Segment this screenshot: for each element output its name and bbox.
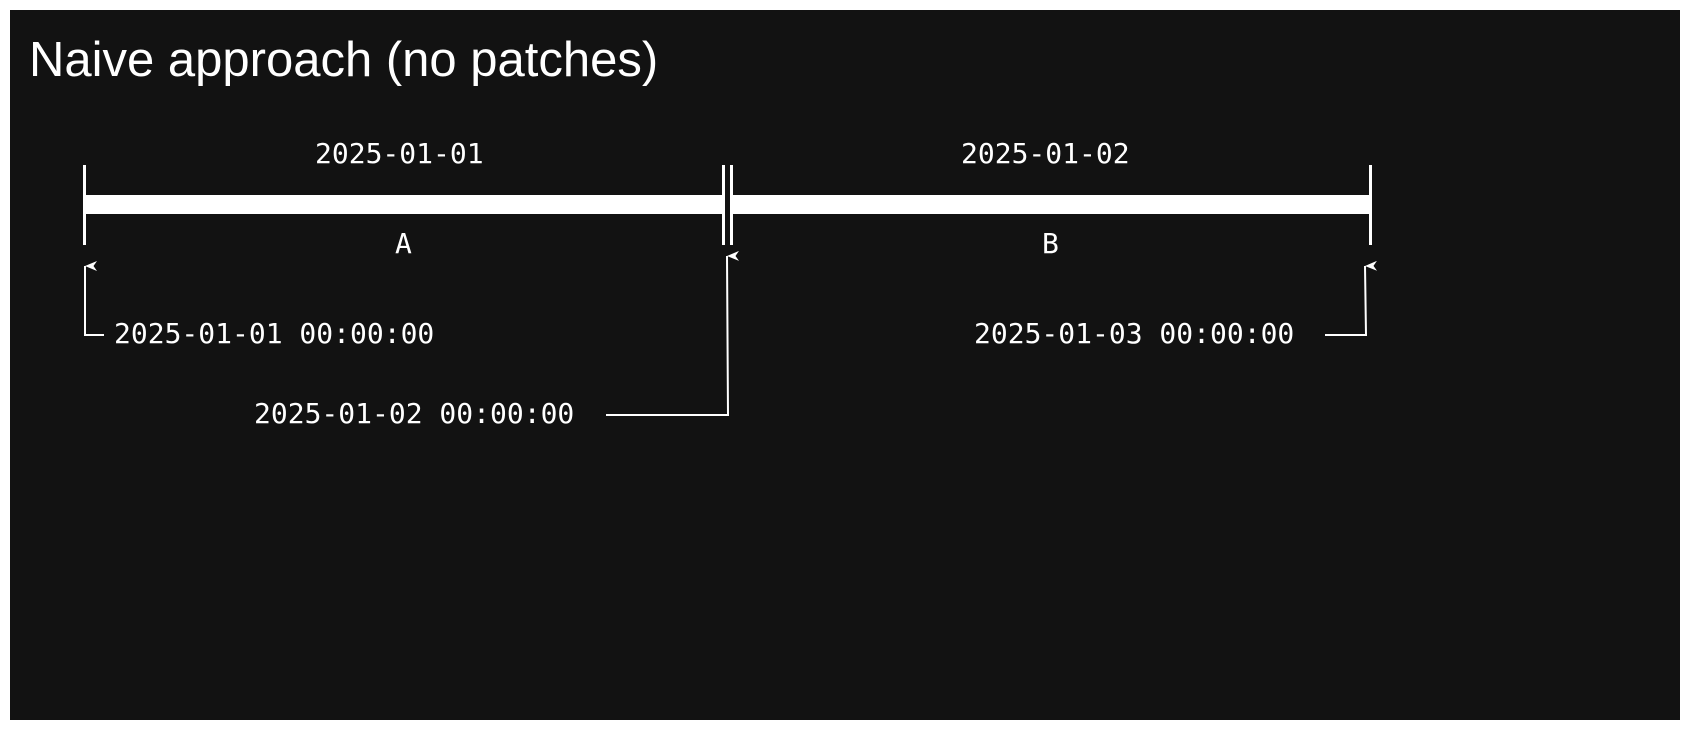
boundary-1-timestamp: 2025-01-01 00:00:00 bbox=[114, 317, 435, 350]
segment-b-bar bbox=[731, 195, 1369, 214]
tick-start bbox=[83, 165, 86, 245]
segment-b-label: B bbox=[1042, 227, 1059, 260]
boundary-2-connector bbox=[606, 250, 740, 416]
boundary-3-timestamp: 2025-01-03 00:00:00 bbox=[974, 317, 1295, 350]
diagram-title: Naive approach (no patches) bbox=[29, 33, 659, 87]
segment-a-bar bbox=[85, 195, 723, 214]
tick-middle-left bbox=[722, 165, 725, 245]
tick-end bbox=[1369, 165, 1372, 245]
boundary-1-connector bbox=[84, 261, 104, 336]
segment-b-date: 2025-01-02 bbox=[961, 137, 1130, 170]
diagram-panel bbox=[10, 10, 1680, 720]
segment-a-label: A bbox=[395, 227, 412, 260]
boundary-3-connector bbox=[1325, 260, 1378, 336]
tick-middle-right bbox=[730, 165, 733, 245]
segment-a-date: 2025-01-01 bbox=[315, 137, 484, 170]
boundary-2-timestamp: 2025-01-02 00:00:00 bbox=[254, 397, 575, 430]
